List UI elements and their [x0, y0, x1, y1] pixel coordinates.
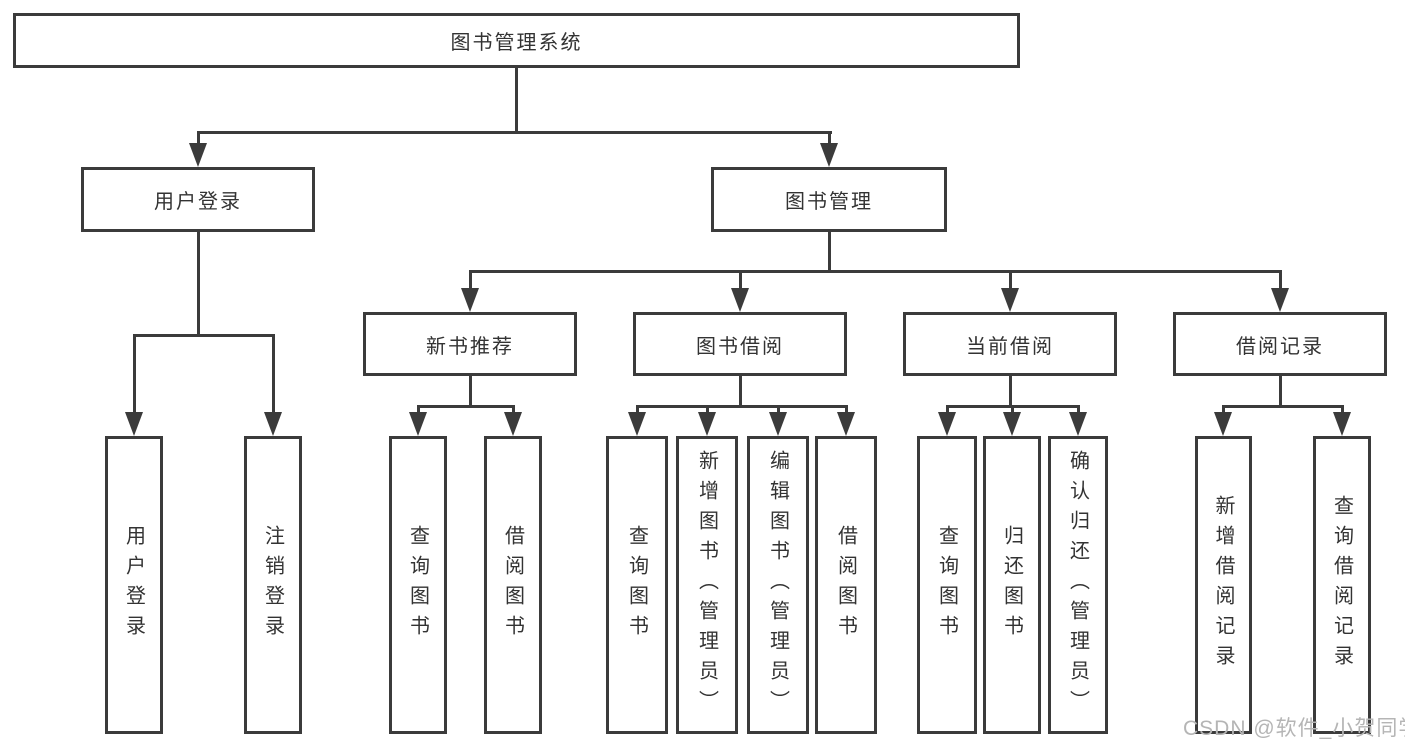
- node-label: 查询图书: [625, 525, 648, 645]
- arrow-down-icon: [731, 288, 749, 312]
- node-label: 新增图书（管理员）: [695, 450, 718, 720]
- leaf-user-login: 用户登录: [105, 436, 163, 734]
- node-label: 查询图书: [406, 525, 429, 645]
- arrow-down-icon: [1001, 288, 1019, 312]
- node-label: 图书管理: [785, 191, 873, 213]
- node-label: 查询图书: [935, 525, 958, 645]
- leaf-records-query-record: 查询借阅记录: [1313, 436, 1371, 734]
- connector-line: [417, 405, 420, 414]
- leaf-borrow-edit-books-admin: 编辑图书（管理员）: [747, 436, 809, 734]
- node-book-management-system: 图书管理系统: [13, 13, 1020, 68]
- arrow-down-icon: [1271, 288, 1289, 312]
- arrow-down-icon: [698, 412, 716, 436]
- node-label: 注销登录: [261, 525, 284, 645]
- connector-line: [133, 334, 275, 337]
- leaf-current-return-books: 归还图书: [983, 436, 1041, 734]
- node-label: 新增借阅记录: [1212, 495, 1234, 675]
- connector-line: [739, 270, 742, 290]
- node-borrow-records: 借阅记录: [1173, 312, 1387, 376]
- leaf-borrow-borrow-books: 借阅图书: [815, 436, 877, 734]
- connector-line: [197, 232, 200, 337]
- node-label: 编辑图书（管理员）: [766, 450, 789, 720]
- node-label: 用户登录: [122, 525, 145, 645]
- connector-line: [1279, 270, 1282, 290]
- arrow-down-icon: [409, 412, 427, 436]
- arrow-down-icon: [189, 143, 207, 167]
- connector-line: [1009, 376, 1012, 407]
- node-new-book-recommend: 新书推荐: [363, 312, 577, 376]
- arrow-down-icon: [820, 143, 838, 167]
- connector-line: [1341, 405, 1344, 414]
- connector-line: [828, 131, 831, 147]
- connector-line: [1222, 405, 1344, 408]
- arrow-down-icon: [769, 412, 787, 436]
- connector-line: [706, 405, 709, 414]
- connector-line: [1077, 405, 1080, 414]
- connector-line: [469, 376, 472, 407]
- connector-line: [469, 270, 1282, 273]
- connector-line: [1279, 376, 1282, 407]
- connector-line: [1222, 405, 1225, 414]
- leaf-borrow-add-books-admin: 新增图书（管理员）: [676, 436, 738, 734]
- node-book-borrow: 图书借阅: [633, 312, 847, 376]
- node-label: 确认归还（管理员）: [1066, 450, 1089, 720]
- node-user-login: 用户登录: [81, 167, 315, 232]
- connector-line: [133, 334, 136, 414]
- arrow-down-icon: [504, 412, 522, 436]
- connector-line: [512, 405, 515, 414]
- leaf-borrow-query-books: 查询图书: [606, 436, 668, 734]
- node-label: 借阅记录: [1236, 335, 1324, 358]
- connector-line: [739, 376, 742, 407]
- connector-line: [946, 405, 949, 414]
- connector-line: [1009, 270, 1012, 290]
- node-label: 查询借阅记录: [1330, 495, 1353, 675]
- arrow-down-icon: [264, 412, 282, 436]
- node-label: 归还图书: [1000, 525, 1023, 645]
- leaf-logout: 注销登录: [244, 436, 302, 734]
- node-label: 当前借阅: [966, 335, 1054, 358]
- connector-line: [828, 232, 831, 273]
- leaf-newbooks-query-books: 查询图书: [389, 436, 447, 734]
- connector-line: [197, 131, 832, 134]
- node-label: 借阅图书: [834, 525, 857, 645]
- connector-line: [845, 405, 848, 414]
- node-current-borrow: 当前借阅: [903, 312, 1117, 376]
- arrow-down-icon: [837, 412, 855, 436]
- arrow-down-icon: [1069, 412, 1087, 436]
- arrow-down-icon: [938, 412, 956, 436]
- arrow-down-icon: [1214, 412, 1232, 436]
- node-label: 图书借阅: [696, 335, 784, 358]
- node-label: 借阅图书: [501, 525, 524, 645]
- arrow-down-icon: [125, 412, 143, 436]
- connector-line: [515, 68, 518, 133]
- connector-line: [636, 405, 639, 414]
- arrow-down-icon: [1333, 412, 1351, 436]
- connector-line: [272, 334, 275, 414]
- connector-line: [417, 405, 515, 408]
- connector-line: [1011, 405, 1014, 414]
- node-book-management: 图书管理: [711, 167, 947, 232]
- leaf-current-confirm-return-admin: 确认归还（管理员）: [1048, 436, 1108, 734]
- arrow-down-icon: [1003, 412, 1021, 436]
- connector-line: [469, 270, 472, 290]
- connector-line: [636, 405, 848, 408]
- connector-line: [777, 405, 780, 414]
- arrow-down-icon: [628, 412, 646, 436]
- node-label: 用户登录: [154, 191, 242, 213]
- leaf-newbooks-borrow-books: 借阅图书: [484, 436, 542, 734]
- arrow-down-icon: [461, 288, 479, 312]
- node-label: 新书推荐: [426, 335, 514, 358]
- node-label: 图书管理系统: [450, 32, 583, 54]
- leaf-records-add-record: 新增借阅记录: [1195, 436, 1252, 734]
- watermark: CSDN @软件_小贺同学: [1183, 717, 1405, 740]
- connector-line: [197, 131, 200, 147]
- leaf-current-query-books: 查询图书: [917, 436, 977, 734]
